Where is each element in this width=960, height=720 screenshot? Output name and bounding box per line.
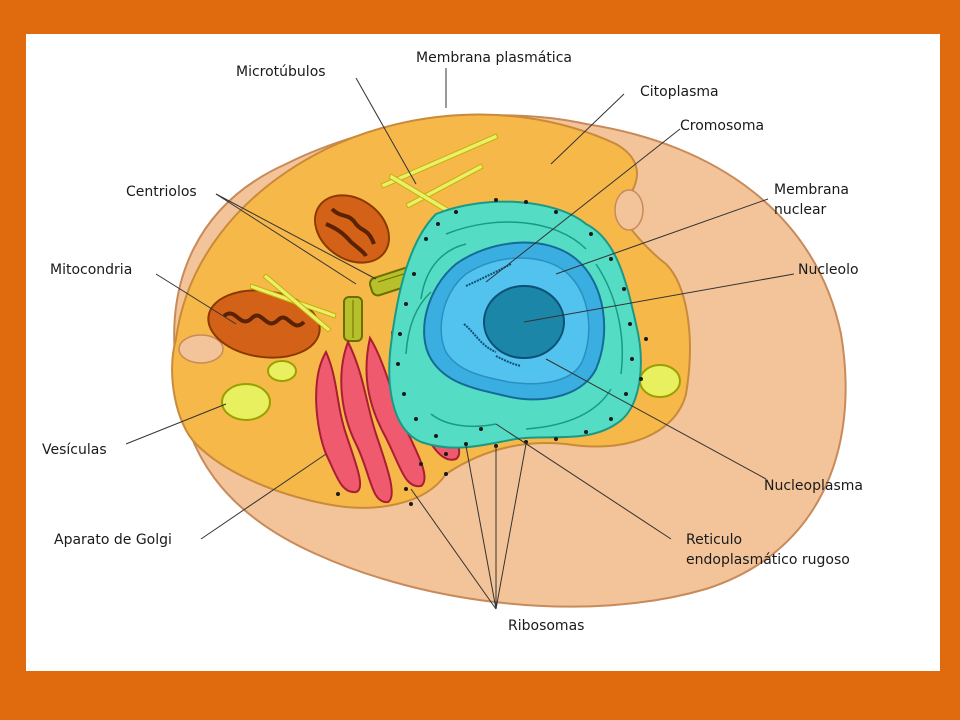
animal-cell-diagram: Membrana plasmática Microtúbulos Citopla… bbox=[42, 50, 863, 634]
rer-cisternae-lines bbox=[405, 221, 624, 430]
label-reticulo-1: Reticulo bbox=[686, 532, 742, 548]
label-membrana-nuclear-2: nuclear bbox=[774, 202, 827, 218]
label-aparato-golgi: Aparato de Golgi bbox=[54, 532, 172, 548]
membrane-notch-left bbox=[178, 334, 224, 364]
label-cromosoma: Cromosoma bbox=[680, 118, 764, 134]
label-citoplasma: Citoplasma bbox=[640, 84, 719, 100]
chromosomes bbox=[463, 263, 522, 367]
vesicles bbox=[221, 360, 681, 421]
diagram-frame: Membrana plasmática Microtúbulos Citopla… bbox=[26, 34, 940, 671]
label-centriolos: Centriolos bbox=[126, 184, 197, 200]
label-reticulo-2: endoplasmático rugoso bbox=[686, 552, 850, 568]
label-membrana-nuclear-1: Membrana bbox=[774, 182, 849, 198]
label-membrana-plasmatica: Membrana plasmática bbox=[416, 50, 572, 66]
label-ribosomas: Ribosomas bbox=[508, 618, 584, 634]
label-mitocondria: Mitocondria bbox=[50, 262, 132, 278]
leader-lines bbox=[125, 68, 795, 610]
membrane-notch bbox=[614, 189, 644, 231]
label-vesiculas: Vesículas bbox=[42, 442, 107, 458]
mitochondrion-upper bbox=[313, 194, 391, 264]
label-microtubulos: Microtúbulos bbox=[236, 64, 326, 80]
label-nucleoplasma: Nucleoplasma bbox=[764, 478, 863, 494]
microtubules-lower bbox=[249, 273, 337, 333]
label-nucleolo: Nucleolo bbox=[798, 262, 859, 278]
